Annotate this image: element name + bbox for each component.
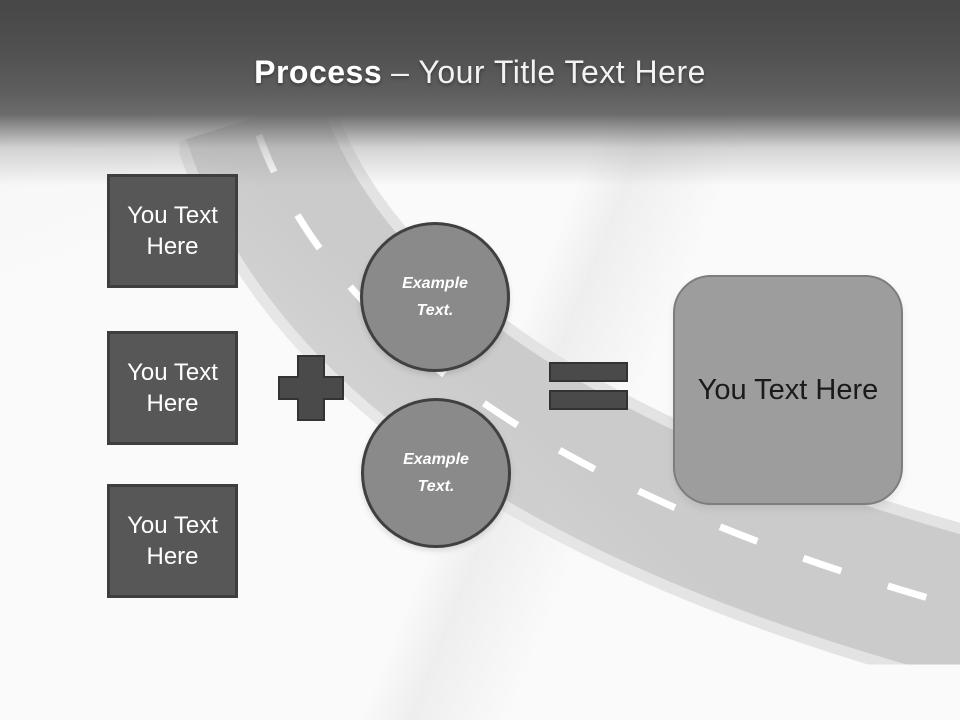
title-separator: – — [391, 54, 410, 90]
plus-icon[interactable] — [277, 354, 345, 422]
input-box-1[interactable]: You Text Here — [107, 174, 238, 288]
result-box[interactable]: You Text Here — [673, 275, 903, 505]
example-circle-1[interactable]: Example Text. — [360, 222, 510, 372]
road-center-dashes — [249, 116, 960, 611]
equals-icon[interactable] — [549, 362, 628, 418]
example-circle-2-label: Example Text. — [403, 451, 469, 495]
slide-title[interactable]: Process–Your Title Text Here — [254, 54, 706, 91]
slide-header: Process–Your Title Text Here — [0, 0, 960, 200]
input-box-2[interactable]: You Text Here — [107, 331, 238, 445]
example-circle-1-label: Example Text. — [402, 275, 468, 319]
input-box-2-label: You Text Here — [127, 359, 218, 417]
equals-bar-bottom — [549, 390, 628, 410]
title-subtitle: Your Title Text Here — [418, 54, 706, 90]
result-box-label: You Text Here — [697, 373, 879, 406]
input-box-1-label: You Text Here — [127, 202, 218, 260]
title-keyword: Process — [254, 54, 383, 90]
example-circle-2[interactable]: Example Text. — [361, 398, 511, 548]
input-box-3-label: You Text Here — [127, 512, 218, 570]
input-box-3[interactable]: You Text Here — [107, 484, 238, 598]
equals-bar-top — [549, 362, 628, 382]
